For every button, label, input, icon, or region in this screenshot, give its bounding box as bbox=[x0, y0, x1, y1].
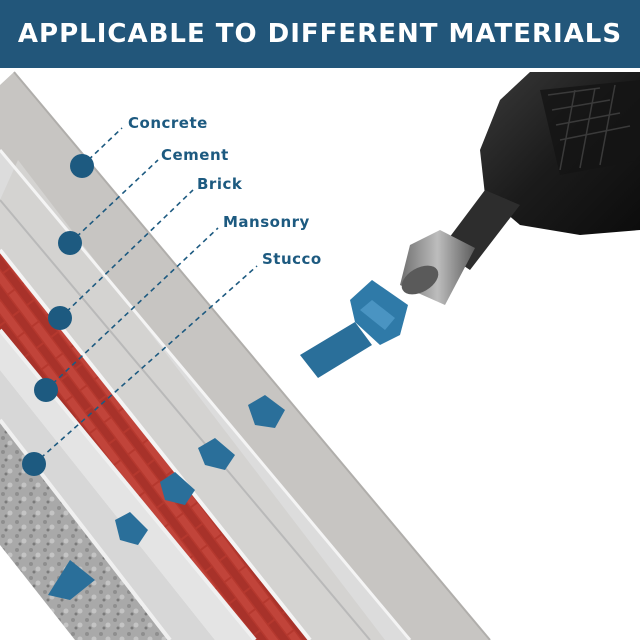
cement-strip-2 bbox=[0, 160, 385, 640]
concrete-strip bbox=[0, 72, 490, 640]
masonry-strip-2 bbox=[0, 370, 215, 640]
label-masonry: Mansonry bbox=[223, 213, 310, 231]
brick-dot bbox=[48, 306, 72, 330]
cement-dot bbox=[58, 231, 82, 255]
drill-icon bbox=[400, 72, 640, 305]
label-brick: Brick bbox=[197, 175, 243, 193]
concrete-dot bbox=[70, 154, 94, 178]
material-strips bbox=[0, 71, 491, 640]
callout-dots bbox=[22, 154, 94, 476]
stucco-dot bbox=[22, 452, 46, 476]
label-stucco: Stucco bbox=[262, 250, 322, 268]
page-title: APPLICABLE TO DIFFERENT MATERIALS bbox=[0, 0, 640, 68]
label-concrete: Concrete bbox=[128, 114, 208, 132]
materials-illustration bbox=[0, 71, 640, 640]
anchor-screw-icon bbox=[48, 280, 408, 600]
masonry-dot bbox=[34, 378, 58, 402]
label-cement: Cement bbox=[161, 146, 229, 164]
